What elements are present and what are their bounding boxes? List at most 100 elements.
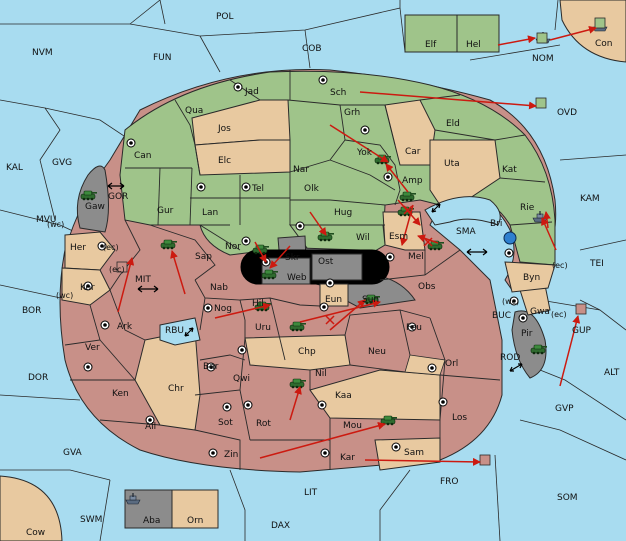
sea-alt: ALT — [604, 368, 620, 378]
label-jos: Jos — [217, 124, 231, 134]
label-skr: Skr — [285, 253, 300, 263]
coast-wc-her: (wc) — [47, 220, 64, 229]
supply-center-icon — [320, 448, 330, 458]
coast-ec-kor: (ec) — [109, 265, 125, 274]
label-yok: Yok — [356, 148, 373, 158]
supply-center-icon — [203, 303, 213, 313]
sea-kam: KAM — [580, 194, 600, 204]
label-web: Web — [287, 273, 307, 283]
province-her[interactable] — [64, 231, 116, 271]
label-eun: Eun — [325, 295, 342, 305]
label-uru: Uru — [255, 323, 271, 333]
supply-center-icon — [241, 182, 251, 192]
supply-center-icon — [241, 236, 251, 246]
label-kar: Kar — [340, 453, 355, 463]
supply-center-icon — [504, 248, 514, 258]
coast-ec-her: (ec) — [103, 243, 119, 252]
label-nil: Nil — [315, 369, 327, 379]
supply-center-icon — [391, 442, 401, 452]
label-car: Car — [405, 147, 421, 157]
label-obs: Obs — [418, 282, 436, 292]
label-hil: Hil — [252, 299, 264, 309]
label-hug: Hug — [334, 208, 352, 218]
province-pir[interactable] — [511, 310, 547, 379]
sea-rbu — [159, 317, 201, 346]
province-elc[interactable] — [194, 139, 291, 176]
label-orl: Orl — [445, 359, 458, 369]
move-arrow-icon — [289, 386, 302, 421]
province-byn[interactable] — [504, 261, 556, 293]
province-chp[interactable] — [244, 334, 351, 371]
supply-center-icon — [243, 400, 253, 410]
label-wil: Wil — [356, 233, 370, 243]
double-arrow-icon — [107, 182, 125, 190]
label-grh: Grh — [344, 108, 360, 118]
sea-dor: DOR — [28, 373, 48, 383]
label-sap: Sap — [195, 252, 212, 262]
supply-center-icon — [126, 138, 136, 148]
label-ost: Ost — [318, 257, 334, 267]
supply-center-icon — [518, 313, 528, 323]
sea-fro: FRO — [440, 477, 459, 487]
move-arrow-icon — [214, 302, 271, 319]
label-eld: Eld — [446, 119, 460, 129]
sea-pol: POL — [216, 12, 234, 22]
supply-center-icon — [438, 397, 448, 407]
coast-ec-rie: (ec) — [552, 261, 568, 270]
move-arrow-icon — [559, 315, 581, 387]
sea-dax: DAX — [271, 521, 290, 531]
province-hel[interactable] — [456, 14, 500, 53]
province-orn[interactable] — [171, 489, 219, 529]
move-arrow-icon — [541, 217, 557, 251]
label-qua: Qua — [185, 106, 203, 116]
sea-sma: SMA — [456, 227, 476, 237]
coast-wc-gwa: (wc) — [502, 297, 519, 306]
move-arrow-icon — [309, 211, 327, 236]
label-jad: Jad — [244, 87, 259, 97]
label-ver: Ver — [85, 343, 100, 353]
province-esm[interactable] — [382, 211, 426, 251]
label-sun: Sun — [362, 295, 379, 305]
province-kaa[interactable] — [309, 369, 441, 421]
move-arrow-icon — [329, 124, 389, 163]
label-aba: Aba — [143, 516, 160, 526]
label-kor: Kor — [80, 283, 95, 293]
label-uta: Uta — [444, 159, 460, 169]
supply-center-icon — [318, 75, 328, 85]
sea-labels: POL NVM FUN COB NOM Con OVD KAL GVG GOR … — [6, 12, 620, 538]
label-ail: Ail — [145, 422, 156, 432]
supply-center-icon — [83, 362, 93, 372]
label-olk: Olk — [304, 184, 320, 194]
province-elf[interactable] — [404, 14, 458, 53]
sea-fun: FUN — [153, 53, 172, 63]
sea-som: SOM — [557, 493, 578, 503]
label-chr: Chr — [168, 384, 184, 394]
label-qwi: Qwi — [233, 374, 250, 384]
cut-marks — [325, 205, 433, 325]
unit-markers — [116, 17, 606, 466]
label-kaa: Kaa — [335, 391, 352, 401]
label-neu: Neu — [368, 347, 386, 357]
supply-center-icon — [222, 402, 232, 412]
label-gwa: Gwa — [530, 307, 550, 317]
label-nog: Nog — [214, 304, 232, 314]
cut-support-x-icon — [325, 315, 335, 325]
passage-markers — [107, 182, 523, 372]
label-amp: Amp — [402, 176, 423, 186]
label-mou: Mou — [343, 421, 362, 431]
supply-center-icon — [317, 400, 327, 410]
label-bar: Bar — [203, 362, 219, 372]
supply-center-icon — [237, 345, 247, 355]
double-arrow-icon — [431, 203, 441, 213]
coast-wc-kor: (wc) — [56, 291, 73, 300]
supply-center-icon — [295, 221, 305, 231]
label-nar: Nar — [293, 165, 309, 175]
label-ark: Ark — [117, 322, 133, 332]
sea-mvu: MVU — [36, 215, 57, 225]
sea-swm: SWM — [80, 515, 102, 525]
cut-support-x-icon — [403, 205, 413, 215]
sea-cow: Cow — [26, 528, 45, 538]
double-arrow-icon — [137, 285, 159, 293]
label-rot: Rot — [256, 419, 271, 429]
